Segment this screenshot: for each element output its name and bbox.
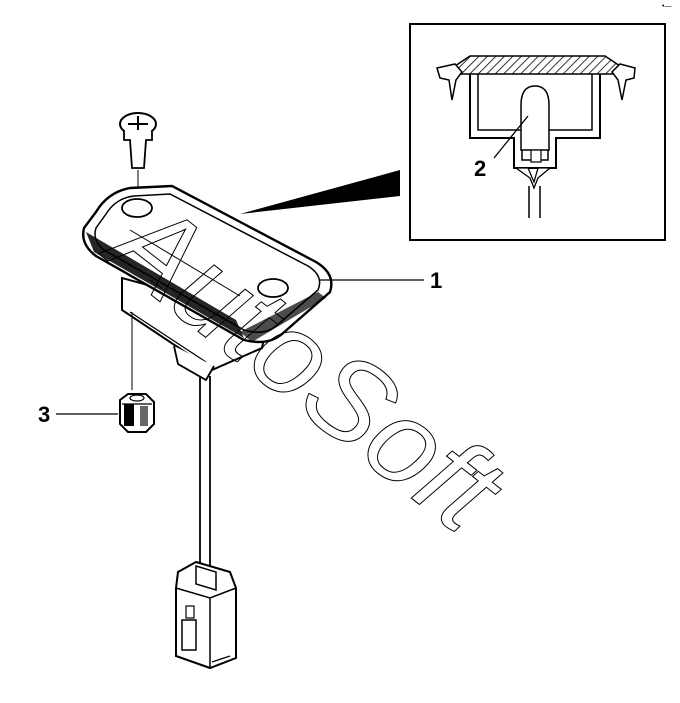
- inset-detail: [240, 23, 666, 241]
- inset-pointer: [240, 170, 400, 214]
- nut: [56, 393, 155, 433]
- corner-mark: •—: [662, 3, 671, 10]
- screw: [119, 112, 157, 198]
- lamp-assembly: [82, 184, 424, 390]
- callout-3: 3: [38, 402, 50, 427]
- cable-connector: [175, 376, 237, 670]
- leader-2: [493, 115, 529, 159]
- callout-2: 2: [474, 156, 486, 181]
- callout-1: 1: [430, 268, 442, 293]
